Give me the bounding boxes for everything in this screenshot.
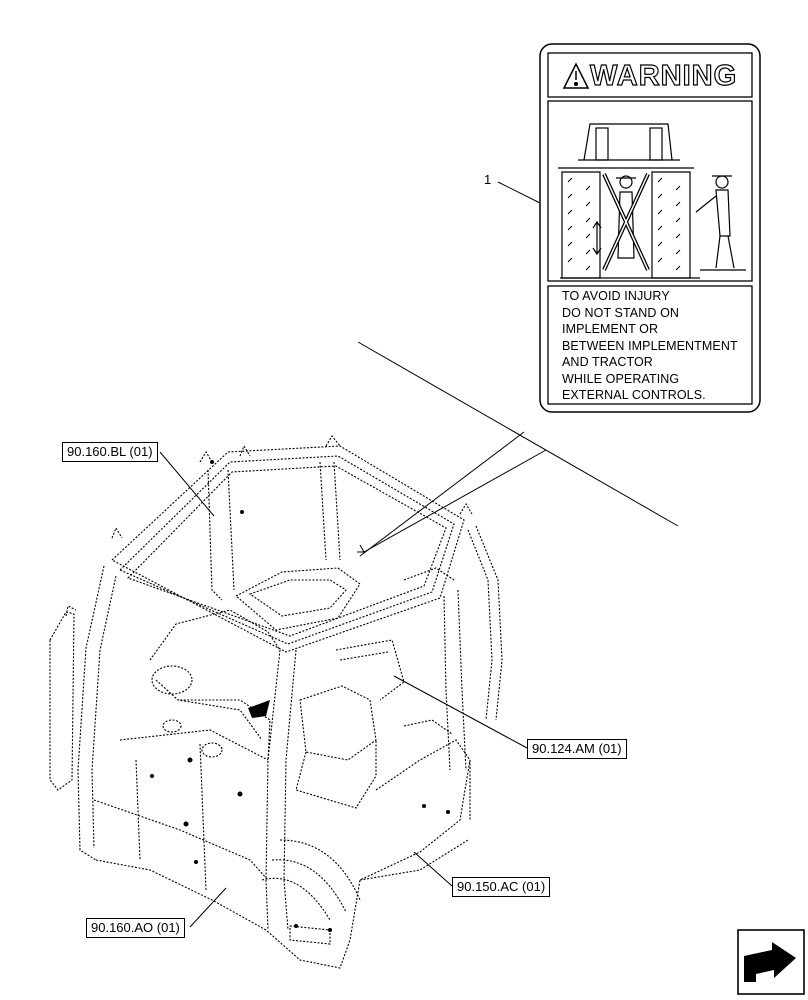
warning-title: WARNING [589,60,738,92]
hazard-pictogram [558,123,746,279]
reference-leaders [159,451,528,928]
reference-label-mid-right[interactable]: 90.124.AM (01) [527,739,627,759]
reference-label-top-left[interactable]: 90.160.BL (01) [62,442,158,462]
cab-solid-accents [150,460,450,932]
warning-line-5: AND TRACTOR [562,355,653,369]
tractor-cab-drawing [49,435,503,969]
warning-triangle-icon [562,62,590,89]
callout-number-1: 1 [484,172,492,187]
warning-text-block: TO AVOID INJURY DO NOT STAND ON IMPLEMEN… [562,288,748,404]
leader-lines [357,341,679,557]
callout-leader-1 [497,181,541,204]
reference-label-bottom-left[interactable]: 90.160.AO (01) [86,918,185,938]
warning-line-3: IMPLEMENT OR [562,322,659,336]
warning-line-7: EXTERNAL CONTROLS. [562,388,706,402]
warning-line-4: BETWEEN IMPLEMENTMENT [562,338,738,353]
warning-line-2: DO NOT STAND ON [562,305,680,320]
next-page-arrow-icon[interactable] [737,929,805,995]
warning-line-6: WHILE OPERATING [562,371,680,386]
warning-line-1: TO AVOID INJURY [562,289,670,303]
reference-label-bottom-right[interactable]: 90.150.AC (01) [452,877,551,897]
warning-decal [539,43,761,413]
